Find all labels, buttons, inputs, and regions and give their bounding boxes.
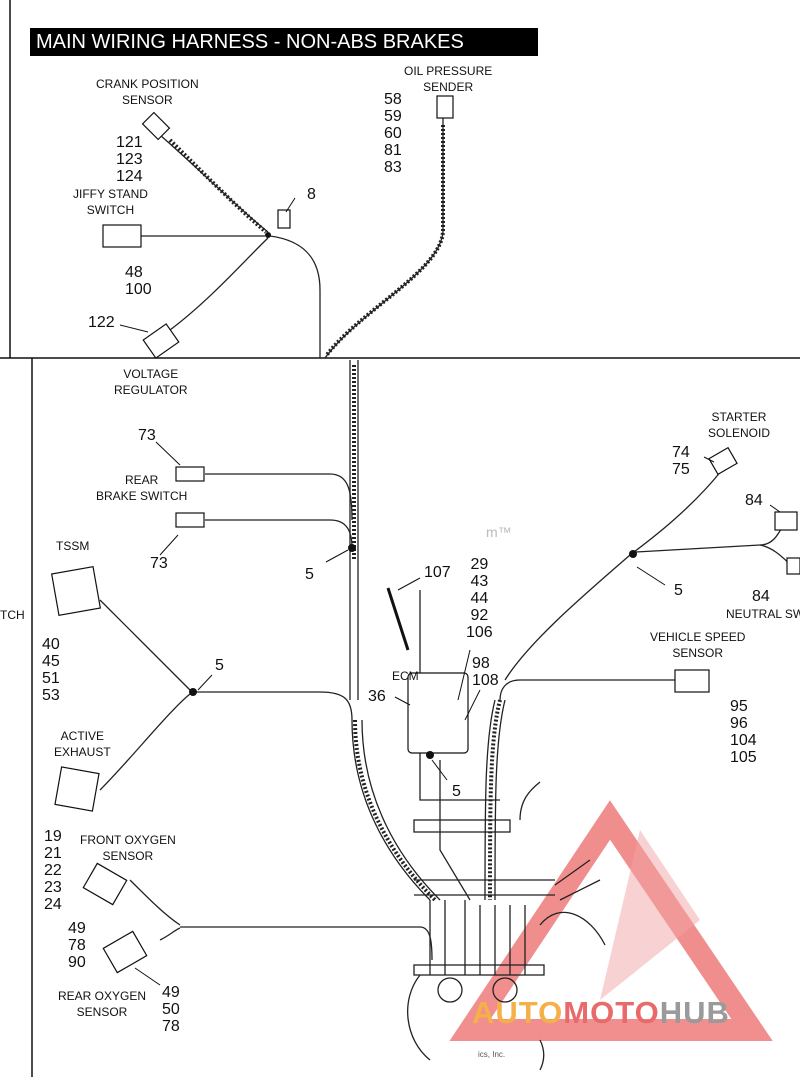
logo-part-auto: AUTO: [472, 995, 564, 1030]
copyright-fragment: ics, Inc.: [478, 1050, 506, 1059]
vehicle-speed-sensor-label: VEHICLE SPEED SENSOR: [650, 630, 746, 660]
ecm-probe-ref: 107: [424, 564, 451, 581]
jiffy-stand-switch-label: JIFFY STAND SWITCH: [73, 187, 148, 217]
oil-pressure-sender-refs: 58 59 60 81 83: [384, 91, 402, 176]
rear-oxygen-sensor-label: REAR OXYGEN SENSOR: [58, 989, 147, 1019]
starter-solenoid-label: STARTER SOLENOID: [708, 410, 771, 440]
active-exhaust-label: ACTIVE EXHAUST: [54, 729, 111, 759]
neutral-switch-label: NEUTRAL SWI: [726, 607, 800, 621]
ecm-probe: [386, 587, 410, 651]
leader-lines: [119, 197, 781, 986]
tssm-label: TSSM: [56, 539, 90, 553]
clip-ref-tssm: 5: [215, 657, 224, 674]
oil-pressure-sender-label: OIL PRESSURE SENDER: [404, 64, 493, 94]
automotohub-logo: AUTOMOTOHUB: [472, 995, 730, 1031]
front-oxygen-sensor-refs: 49 78 90: [68, 920, 86, 971]
clip-ref-ecm: 5: [452, 783, 461, 800]
diagram-title: MAIN WIRING HARNESS - NON-ABS BRAKES: [30, 28, 538, 56]
clip-ref-starter: 5: [674, 582, 683, 599]
ecm-label: ECM: [392, 669, 419, 683]
tssm-refs: 40 45 51 53: [42, 636, 60, 704]
vehicle-speed-sensor-refs: 95 96 104 105: [730, 698, 757, 766]
ecm-refs: 29 43 44 92 106: [466, 556, 493, 641]
ecm-ref: 36: [368, 688, 386, 705]
active-exhaust-refs: 19 21 22 23 24: [44, 828, 62, 913]
front-oxygen-sensor-label: FRONT OXYGEN SENSOR: [80, 833, 176, 863]
starter-solenoid-refs: 74 75: [672, 444, 690, 478]
crank-position-sensor-refs: 121 123 124: [116, 134, 143, 185]
rear-brake-switch-ref-top: 73: [138, 427, 156, 444]
voltage-regulator-label: VOLTAGE REGULATOR: [114, 367, 188, 397]
logo-part-hub: HUB: [659, 995, 730, 1030]
voltage-regulator-ref: 122: [88, 314, 115, 331]
ecm-side-refs: 98 108: [472, 655, 499, 689]
conduits: [168, 125, 502, 902]
jiffy-stand-switch-refs: 48 100: [125, 264, 152, 298]
neutral-switch-ref-top: 84: [745, 492, 763, 509]
ground-ref: 8: [307, 186, 316, 203]
rear-oxygen-sensor-refs: 49 50 78: [162, 984, 180, 1035]
connectors: [50, 95, 800, 974]
rear-brake-switch-label: REAR BRAKE SWITCH: [96, 473, 188, 503]
left-edge-label: TCH: [0, 608, 25, 622]
rear-brake-switch-ref-bottom: 73: [150, 555, 168, 572]
trademark-watermark: m™: [486, 524, 512, 540]
clips: [189, 232, 637, 759]
neutral-switch-ref-bottom: 84: [752, 588, 770, 605]
logo-part-moto: MOTO: [563, 995, 660, 1030]
crank-position-sensor-label: CRANK POSITION SENSOR: [96, 77, 199, 107]
clip-ref-trunk: 5: [305, 566, 314, 583]
